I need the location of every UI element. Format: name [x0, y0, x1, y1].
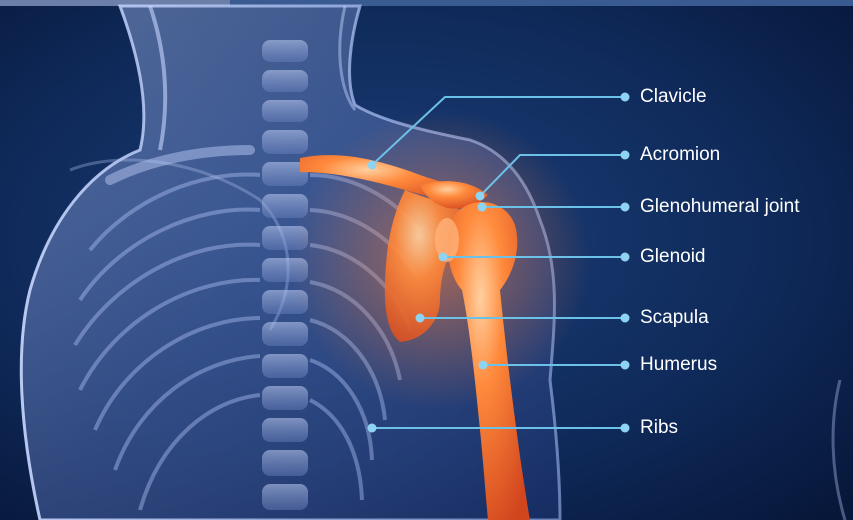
label-acromion: Acromion — [640, 144, 720, 166]
label-humerus: Humerus — [640, 354, 717, 376]
label-glenoid: Glenoid — [640, 246, 706, 268]
label-scapula: Scapula — [640, 307, 709, 329]
label-ribs: Ribs — [640, 417, 678, 439]
label-glenohumeral-joint: Glenohumeral joint — [640, 196, 799, 218]
label-clavicle: Clavicle — [640, 86, 707, 108]
